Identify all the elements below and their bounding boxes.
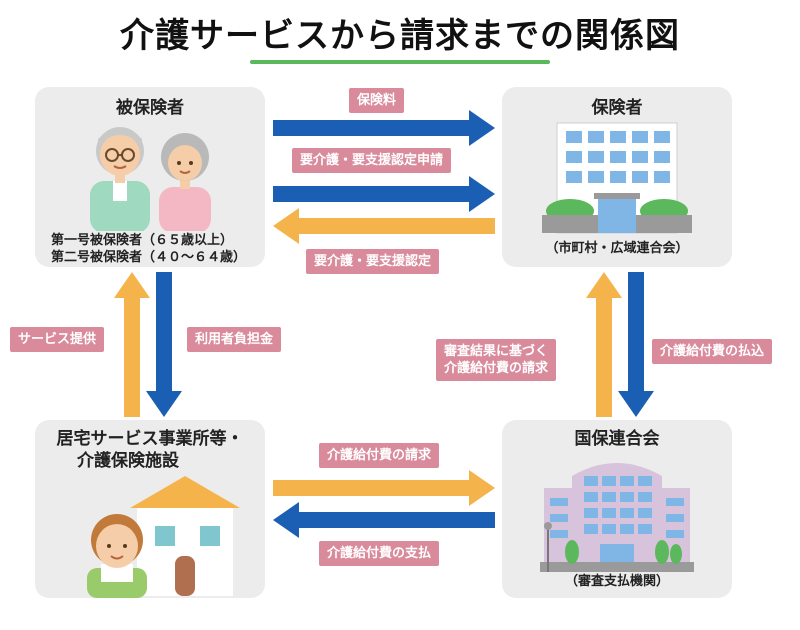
- federation-box: 国保連合会 （審査支払機関）: [502, 420, 732, 598]
- insured-category-2: 第二号被保険者（４０〜６４歳）: [51, 250, 247, 265]
- insured-title: 被保険者: [116, 98, 184, 118]
- provider-title-line1: 居宅サービス事業所等・: [56, 429, 244, 449]
- benefit-claim-arrow: [273, 470, 495, 506]
- benefit-claim-label: 介護給付費の請求: [319, 443, 440, 468]
- copay-label: 利用者負担金: [187, 327, 282, 352]
- federation-subtitle: （審査支払機関）: [564, 574, 669, 589]
- certification-arrow: [273, 208, 495, 244]
- service-label: サービス提供: [10, 327, 105, 352]
- copay-arrow: [146, 272, 182, 417]
- payment-in-arrow: [618, 272, 654, 417]
- insurer-title: 保険者: [591, 98, 643, 118]
- benefit-pay-label: 介護給付費の支払: [319, 541, 440, 566]
- application-label: 要介護・要支援認定申請: [292, 148, 452, 173]
- federation-claim-line2: 介護給付費の請求: [444, 361, 549, 376]
- federation-title: 国保連合会: [574, 429, 660, 449]
- provider-box: 居宅サービス事業所等・ 介護保険施設: [35, 420, 265, 598]
- premium-label: 保険料: [349, 88, 405, 113]
- service-arrow: [114, 272, 150, 417]
- page-title: 介護サービスから請求までの関係図: [120, 16, 680, 56]
- benefit-pay-arrow: [273, 502, 495, 538]
- insured-categories: 第一号被保険者（６５歳以上） 第二号被保険者（４０〜６４歳）: [51, 232, 246, 266]
- elderly-couple-icon: [90, 127, 211, 231]
- certification-label: 要介護・要支援認定: [306, 249, 440, 274]
- insured-box: 被保険者 第一号被保険者（６５歳以上） 第二号被保険者（４０〜６４歳）: [35, 87, 265, 267]
- federation-claim-arrow: [586, 272, 622, 417]
- premium-arrow: [273, 110, 495, 146]
- application-arrow: [273, 176, 495, 212]
- insurer-box: 保険者 （市町村・広域連合会）: [502, 87, 732, 267]
- care-facility-house-icon: [87, 476, 240, 598]
- federation-building-icon: [540, 463, 694, 572]
- municipal-building-icon: [542, 122, 692, 234]
- provider-title-line2: 介護保険施設: [77, 451, 179, 471]
- insurer-subtitle: （市町村・広域連合会）: [545, 241, 689, 256]
- title-underline: [250, 60, 550, 64]
- federation-claim-label: 審査結果に基づく 介護給付費の請求: [436, 339, 557, 381]
- payment-in-label: 介護給付費の払込: [652, 339, 773, 364]
- insured-category-1: 第一号被保険者（６５歳以上）: [51, 233, 234, 248]
- federation-claim-line1: 審査結果に基づく: [444, 344, 549, 359]
